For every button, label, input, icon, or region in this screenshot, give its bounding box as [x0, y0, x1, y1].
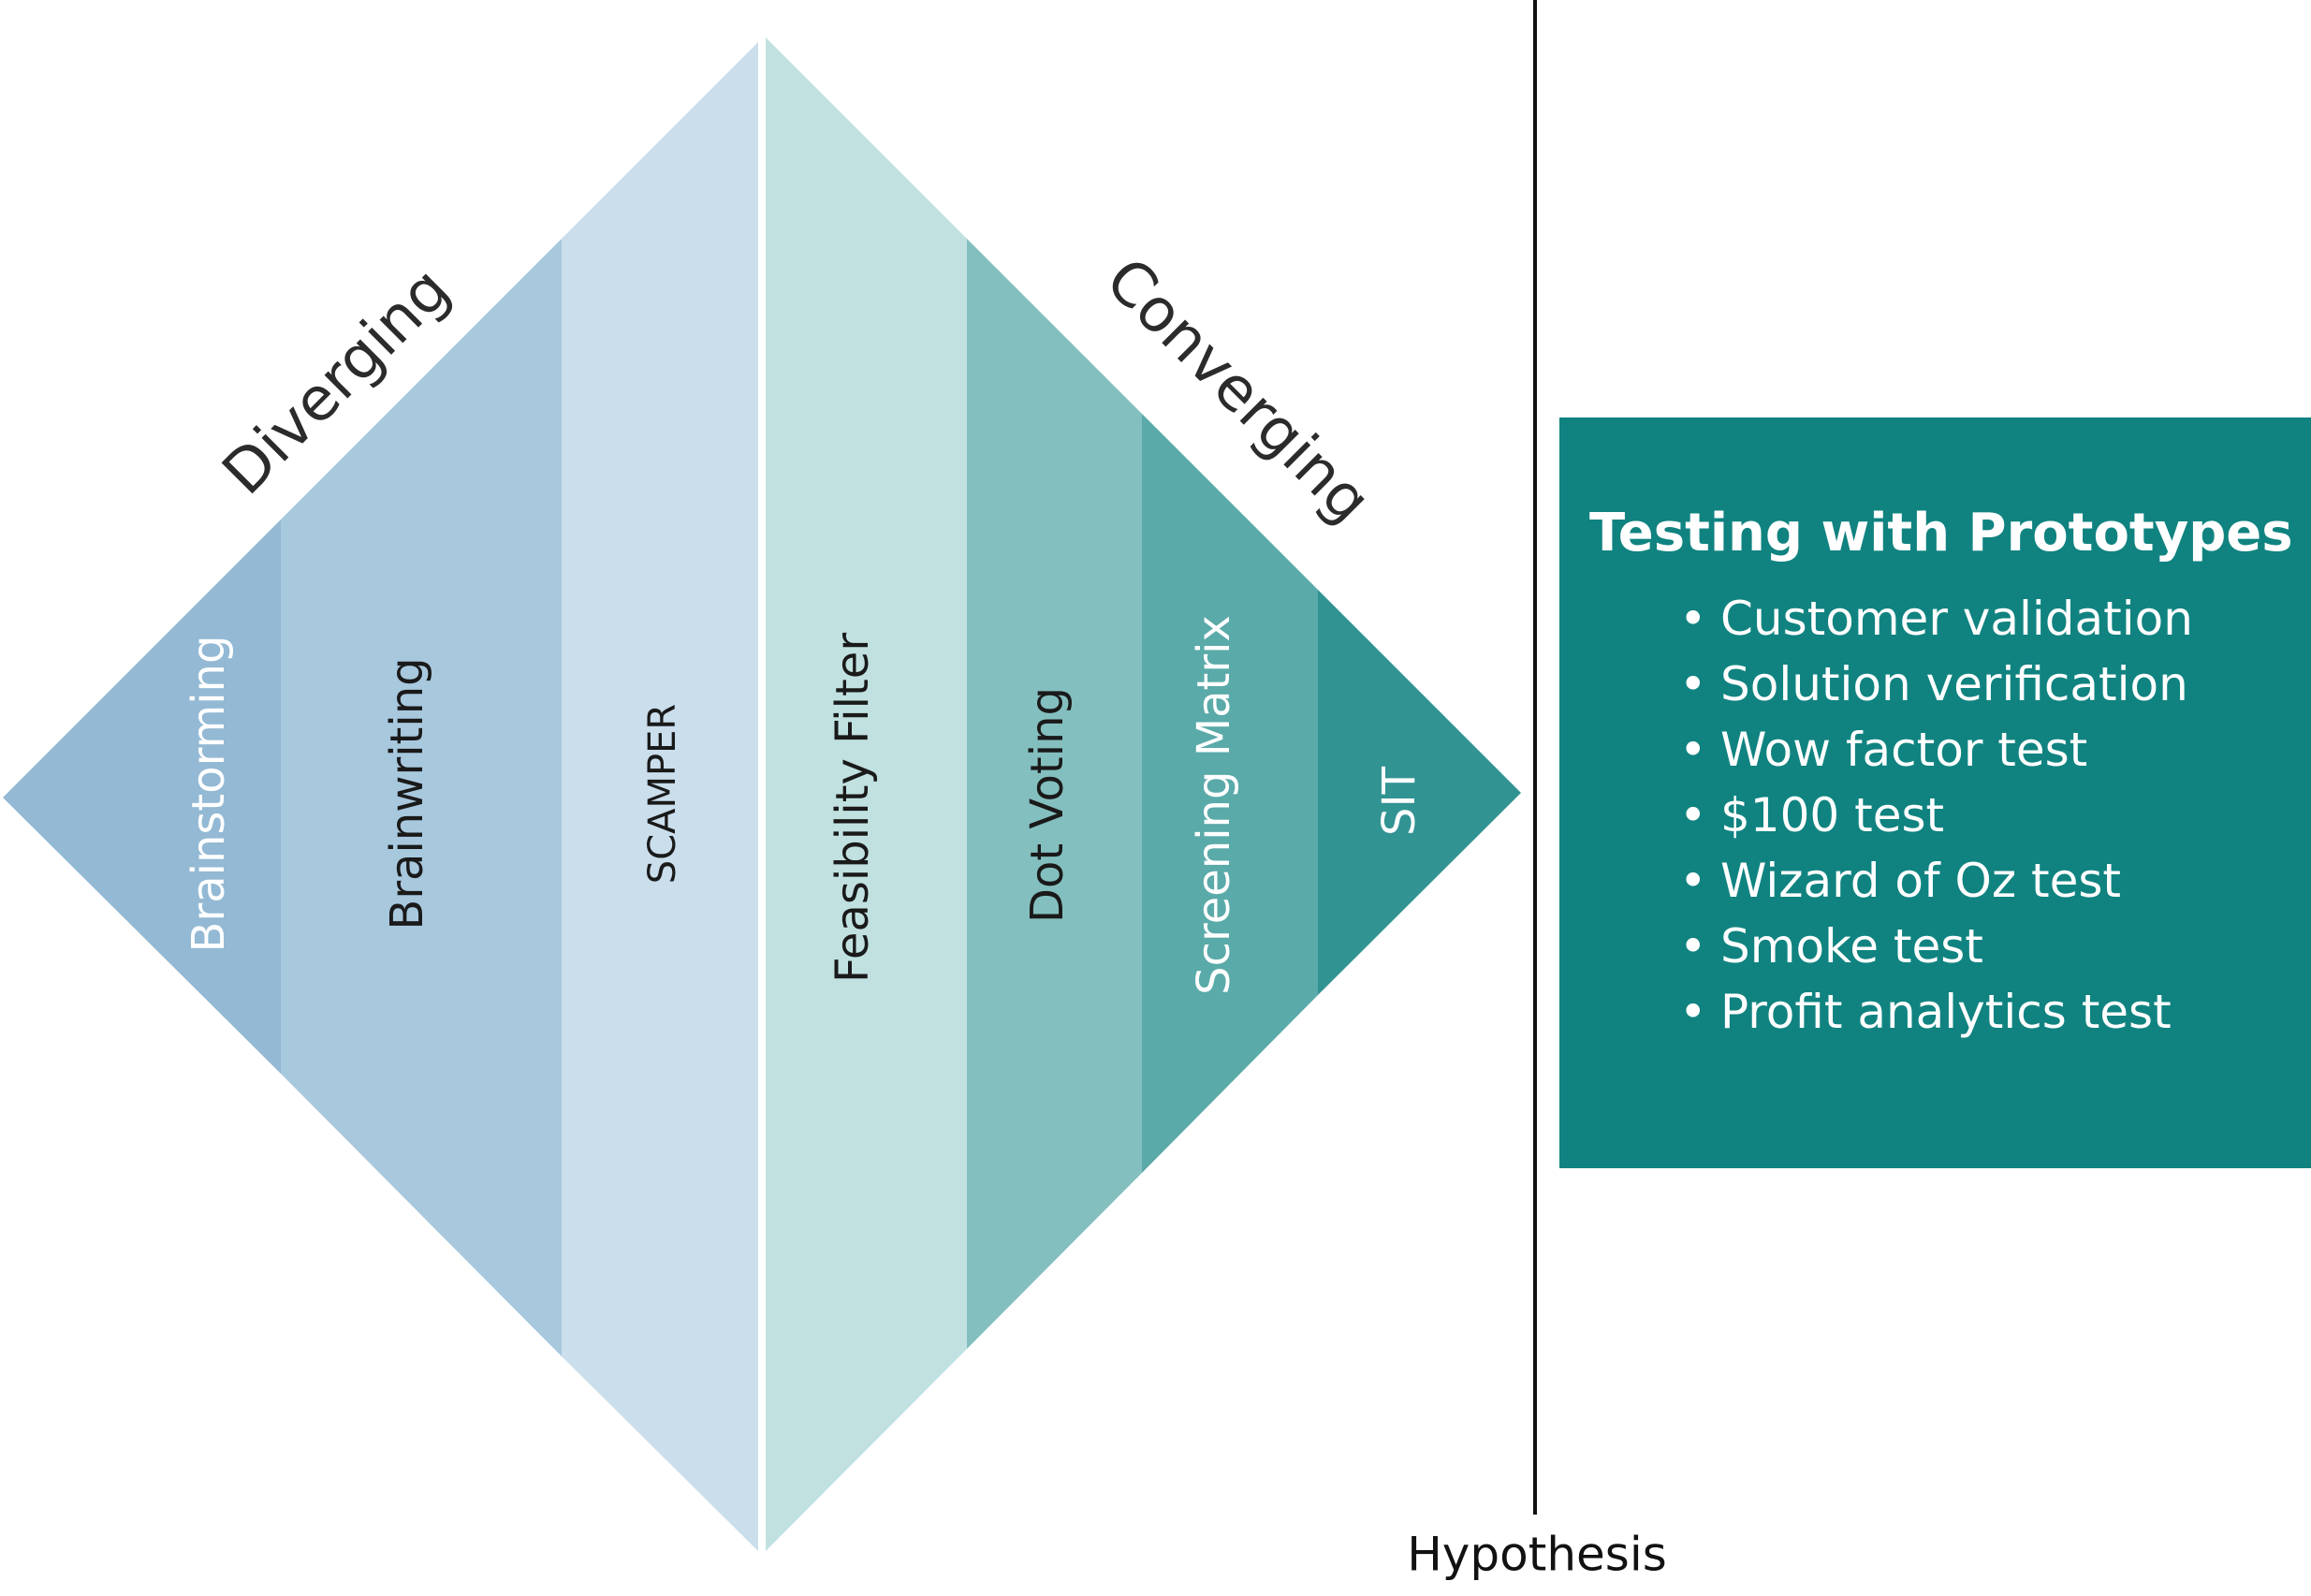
- bullet-icon: •: [1679, 723, 1707, 777]
- diverging-band-scamper: [562, 42, 758, 1551]
- list-item: •$100 test: [1679, 783, 2311, 848]
- diverging-band-brainwriting: [281, 239, 562, 1356]
- converging-band-screening-matrix: [1142, 414, 1318, 1173]
- converging-band-feasibility-filter: [766, 37, 967, 1551]
- list-item: •Wizard of Oz test: [1679, 848, 2311, 914]
- band-label-scamper: SCAMPER: [641, 704, 684, 884]
- bullet-icon: •: [1679, 985, 1707, 1039]
- testing-title: Testing with Prototypes: [1589, 503, 2293, 564]
- band-label-dot-voting: Dot Voting: [1021, 687, 1074, 923]
- diverging-band-brainstorming: [3, 520, 281, 1074]
- list-item: •Profit analytics test: [1679, 979, 2311, 1045]
- band-label-sit: SIT: [1373, 766, 1426, 836]
- band-label-screening-matrix: Screening Matrix: [1188, 615, 1240, 995]
- converging-triangle: [766, 37, 1521, 1551]
- hypothesis-label: Hypothesis: [1407, 1528, 1667, 1582]
- list-item: •Solution verification: [1679, 652, 2311, 717]
- list-item: •Customer validation: [1679, 586, 2311, 652]
- bullet-icon: •: [1679, 788, 1707, 842]
- list-item: •Smoke test: [1679, 914, 2311, 979]
- list-item: •Wow factor test: [1679, 717, 2311, 783]
- bullet-icon: •: [1679, 854, 1707, 908]
- bullet-icon: •: [1679, 919, 1707, 974]
- bullet-icon: •: [1679, 592, 1707, 646]
- band-label-brainwriting: Brainwriting: [381, 657, 433, 930]
- bullet-icon: •: [1679, 657, 1707, 711]
- testing-panel: Testing with Prototypes •Customer valida…: [1559, 417, 2311, 1168]
- converging-band-dot-voting: [967, 239, 1142, 1349]
- band-label-feasibility-filter: Feasibility Filter: [826, 633, 879, 983]
- testing-list: •Customer validation •Solution verificat…: [1589, 586, 2311, 1045]
- diverging-triangle: [3, 42, 758, 1551]
- band-label-brainstorming: Brainstorming: [183, 636, 235, 953]
- converging-band-sit: [1318, 590, 1521, 995]
